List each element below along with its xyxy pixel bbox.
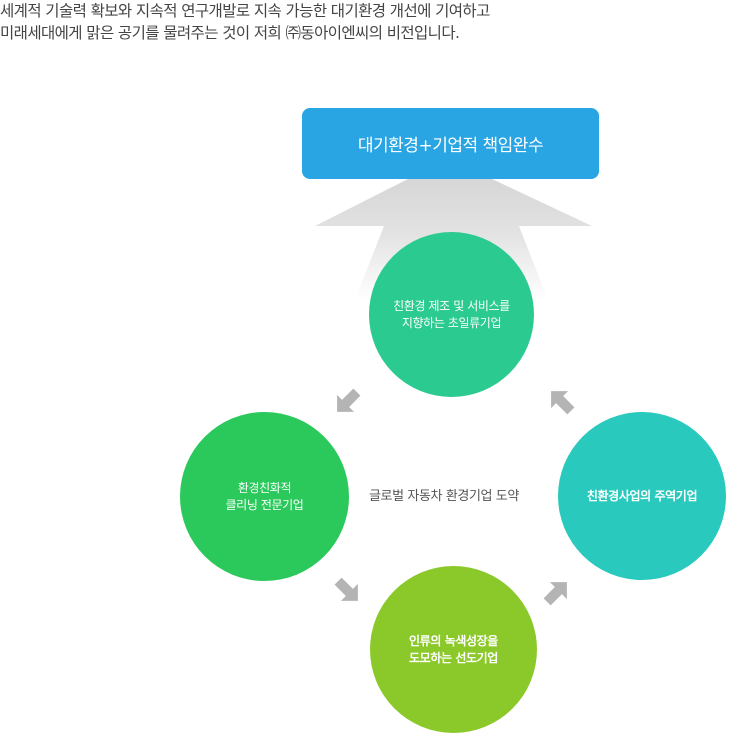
circle-bottom-line-1: 인류의 녹색성장을 (409, 633, 498, 648)
arrow-up-left-icon (551, 391, 575, 415)
circle-bottom: 인류의 녹색성장을 도모하는 선도기업 (370, 566, 537, 733)
vision-line-2: 미래세대에게 맑은 공기를 물려주는 것이 저희 ㈜동아이엔씨의 비전입니다. (0, 24, 460, 42)
arrow-up-right-icon (543, 582, 567, 606)
vision-line-1: 세계적 기술력 확보와 지속적 연구개발로 지속 가능한 대기환경 개선에 기여… (0, 2, 490, 20)
goal-box: 대기환경+기업적 책임완수 (302, 108, 599, 179)
arrow-down-right-icon (334, 577, 358, 601)
circle-top-line-2: 지향하는 초일류기업 (401, 315, 502, 330)
vision-statement: 세계적 기술력 확보와 지속적 연구개발로 지속 가능한 대기환경 개선에 기여… (0, 0, 729, 44)
circle-right-line-1: 친환경사업의 주역기업 (586, 488, 698, 503)
circle-left-line-1: 환경친화적 (237, 480, 292, 495)
circle-left: 환경친화적 클리닝 전문기업 (180, 412, 349, 581)
circle-left-line-2: 클리닝 전문기업 (225, 497, 304, 512)
circle-top: 친환경 제조 및 서비스를 지향하는 초일류기업 (369, 232, 534, 397)
goal-label: 대기환경+기업적 책임완수 (357, 136, 544, 156)
circle-bottom-line-2: 도모하는 선도기업 (409, 650, 498, 665)
circle-top-line-1: 친환경 제조 및 서비스를 (393, 298, 510, 313)
arrow-down-left-icon (337, 388, 361, 412)
center-label: 글로벌 자동차 환경기업 도약 (369, 489, 519, 504)
circle-right: 친환경사업의 주역기업 (558, 412, 726, 580)
